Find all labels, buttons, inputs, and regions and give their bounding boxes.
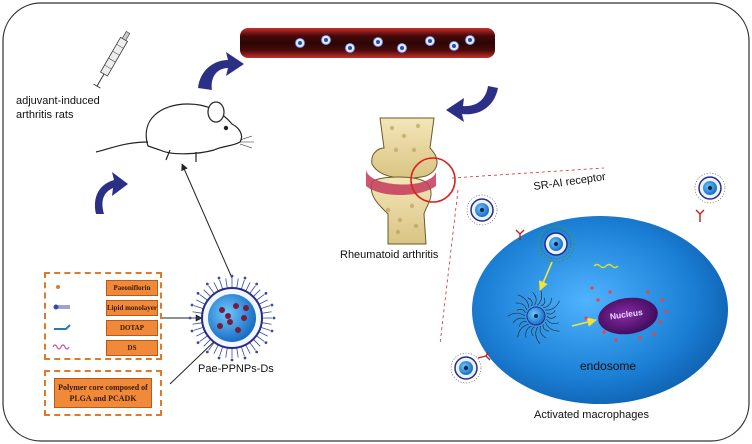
legend-label: DS	[106, 340, 158, 356]
syringe-icon	[93, 31, 131, 89]
disassembling-nanoparticle	[507, 288, 560, 344]
rats-label-line2: arthritis rats	[16, 109, 74, 121]
receptor-icon	[477, 209, 705, 361]
nanoparticle-label: Pae-PPNPs-Ds	[198, 363, 274, 375]
blood-vessel	[240, 28, 495, 58]
core-legend: Polymer core composed of PLGA and PCADK	[44, 370, 162, 416]
legend-row: Lipid monolayer	[46, 298, 160, 316]
rats-label-line1: adjuvant-induced	[16, 95, 100, 107]
curved-arrow-icon	[94, 52, 498, 214]
component-legend: Paeoniflorin Lipid monolayer DOTAP DS	[44, 272, 162, 360]
nucleus-label: Nucleus	[609, 307, 643, 322]
nanoparticle-icon	[188, 274, 276, 362]
core-label: Polymer core composed of PLGA and PCADK	[54, 378, 152, 408]
administration-arrow	[181, 163, 233, 279]
endocytosed-nanoparticle	[537, 225, 575, 263]
endosome-label: endosome	[580, 359, 636, 373]
inflammation-highlight	[410, 157, 456, 203]
zoom-line-top	[451, 167, 605, 179]
dot-icon	[56, 285, 60, 289]
legend-row: DOTAP	[46, 318, 160, 336]
ra-label: Rheumatoid arthritis	[340, 249, 439, 261]
wave-icon	[52, 344, 70, 350]
rat-icon	[95, 101, 254, 162]
lipid-icon	[53, 304, 70, 310]
dotap-icon	[54, 324, 71, 330]
yellow-arrow-1	[538, 261, 553, 291]
macrophage-cell	[472, 216, 728, 404]
legend-row: Paeoniflorin	[46, 278, 160, 296]
macrophages-label: Activated macrophages	[534, 409, 649, 421]
legend-label: DOTAP	[106, 320, 158, 336]
zoom-line-bottom	[439, 189, 459, 345]
legend-row: DS	[46, 338, 160, 356]
yellow-arrow-2	[571, 317, 597, 327]
paeoniflorin-dots	[584, 286, 668, 342]
legend-label: Paeoniflorin	[106, 280, 158, 296]
ds-released-icon	[593, 263, 619, 269]
legend-label: Lipid monolayer	[106, 300, 158, 316]
nucleus	[598, 297, 658, 335]
